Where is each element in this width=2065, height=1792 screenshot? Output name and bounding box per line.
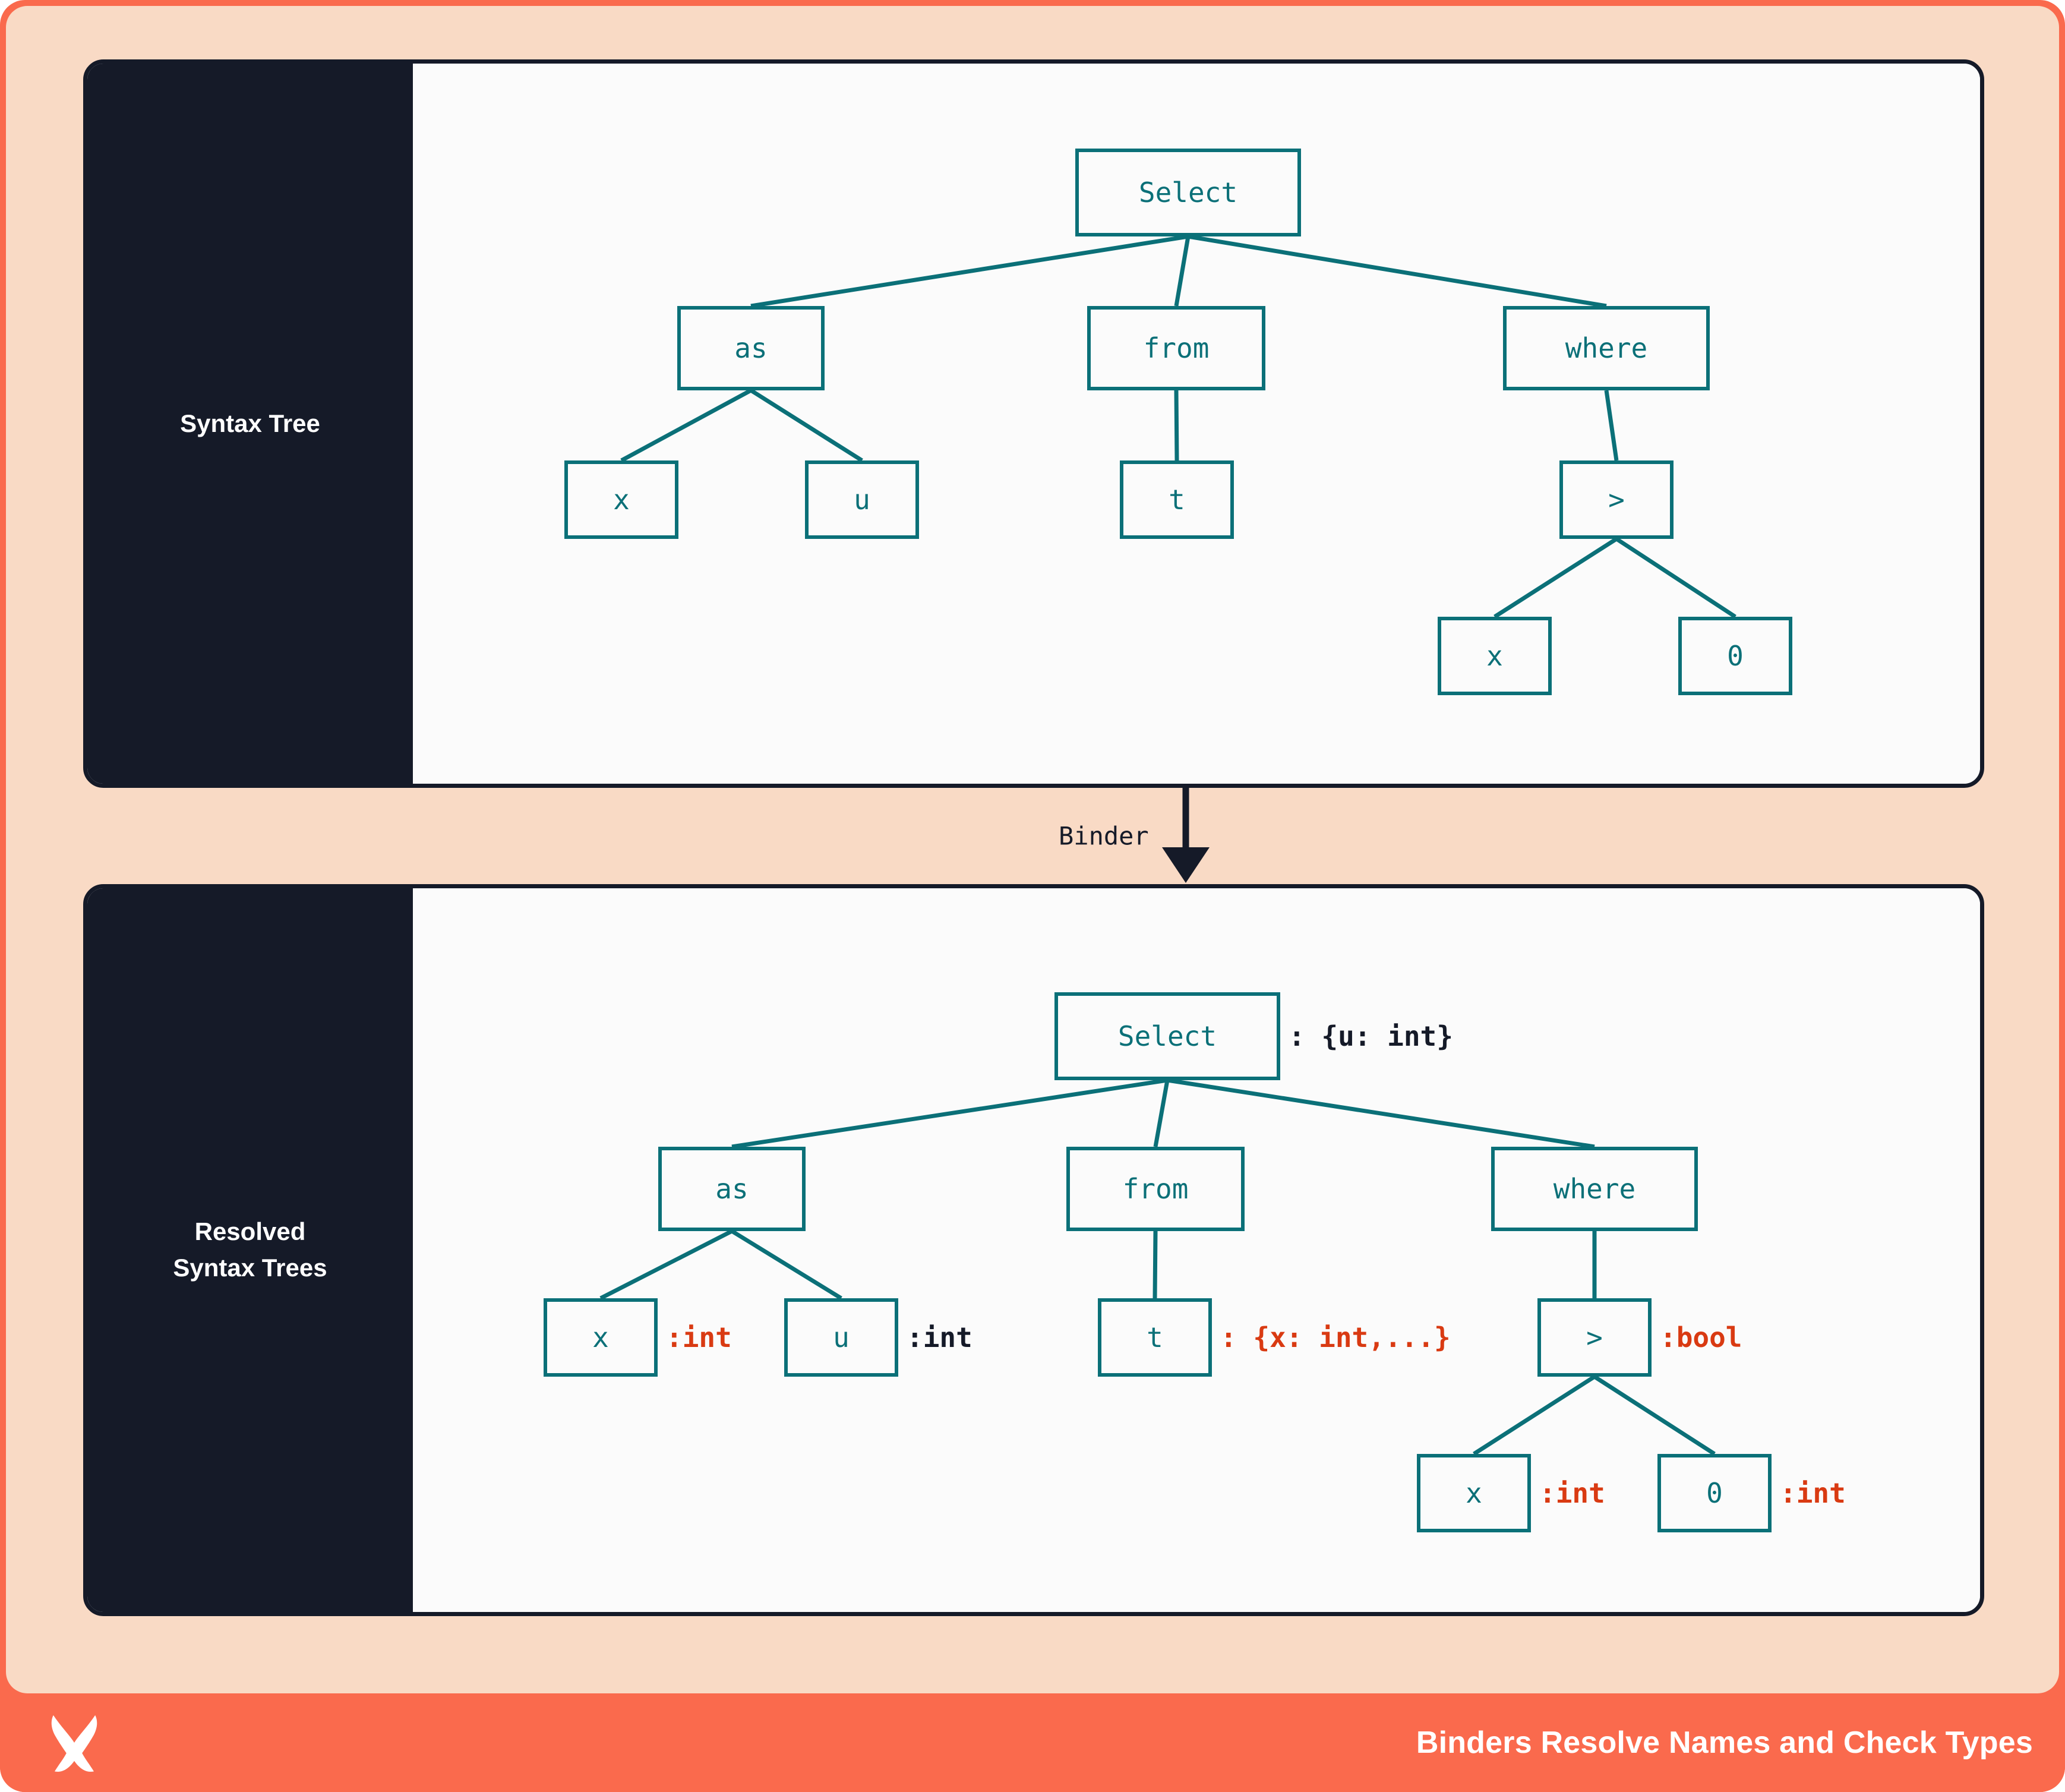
tree-edge: [1153, 1080, 1170, 1147]
tree-node-resolved-syntax-trees-as-u: u: [784, 1298, 898, 1377]
tree-node-resolved-syntax-trees-where: where: [1491, 1147, 1698, 1231]
panel-syntax-tree: Syntax Tree Select as from where x u t > x 0: [83, 59, 1984, 788]
tree-node-syntax-tree-as-u: u: [805, 460, 919, 539]
panel-sidebar-resolved-syntax-trees: Resolved Syntax Trees: [87, 888, 413, 1612]
binder-transition: Binder: [0, 788, 2065, 884]
tree-edges-syntax-tree: [620, 234, 1736, 619]
tree-node-syntax-tree-gt-x: x: [1438, 617, 1552, 695]
tree-node-resolved-syntax-trees-as-x: x: [544, 1298, 658, 1377]
tree-node-label: x: [1466, 1477, 1482, 1509]
tree-edge: [1593, 1375, 1716, 1456]
tree-node-label: >: [1586, 1321, 1603, 1354]
type-annotation-resolved-syntax-trees-gt-0: :int: [1780, 1477, 1846, 1509]
panel-sidebar-syntax-tree: Syntax Tree: [87, 64, 413, 784]
type-annotation-resolved-syntax-trees-from-t: : {x: int,...}: [1220, 1321, 1451, 1354]
tree-canvas-syntax-tree: Select as from where x u t > x 0: [413, 64, 1980, 784]
binder-label: Binder: [1059, 821, 1149, 851]
footer-bar: Binders Resolve Names and Check Types: [0, 1693, 2065, 1792]
tree-node-label: as: [715, 1173, 749, 1205]
tree-node-label: u: [854, 484, 870, 516]
tree-edge: [1604, 390, 1619, 461]
tree-edge: [620, 388, 752, 463]
tree-edge: [1473, 1375, 1596, 1456]
tree-node-resolved-syntax-trees-gt: >: [1537, 1298, 1652, 1377]
tree-node-label: u: [833, 1321, 850, 1354]
type-annotation-resolved-syntax-trees-select: : {u: int}: [1289, 1020, 1453, 1052]
tree-node-resolved-syntax-trees-gt-0: 0: [1657, 1454, 1772, 1532]
tree-node-label: 0: [1727, 640, 1744, 672]
tree-node-syntax-tree-from-t: t: [1120, 460, 1234, 539]
tree-edges-resolved-syntax-trees: [599, 1078, 1716, 1456]
tree-edge: [1167, 1078, 1595, 1149]
tree-node-label: >: [1608, 484, 1625, 516]
hourglass-x-logo-icon: [51, 1715, 97, 1772]
tree-canvas-resolved-syntax-trees: Select : {u: int} as from where x :int u :int t : …: [413, 888, 1980, 1612]
tree-node-label: where: [1553, 1173, 1636, 1205]
tree-edge: [731, 1229, 842, 1300]
type-annotation-resolved-syntax-trees-gt-x: :int: [1539, 1477, 1605, 1509]
type-annotation-resolved-syntax-trees-as-x: :int: [666, 1321, 732, 1354]
tree-node-syntax-tree-gt: >: [1559, 460, 1674, 539]
tree-node-label: from: [1143, 332, 1210, 364]
tree-node-resolved-syntax-trees-select: Select: [1054, 992, 1280, 1080]
tree-edge: [1174, 390, 1179, 461]
tree-edge: [1494, 537, 1618, 619]
type-annotation-resolved-syntax-trees-gt: :bool: [1660, 1321, 1742, 1354]
tree-node-label: where: [1565, 332, 1648, 364]
footer-title: Binders Resolve Names and Check Types: [1416, 1725, 2033, 1760]
tree-edge: [750, 234, 1189, 308]
tree-edge: [599, 1229, 733, 1301]
sidebar-label-resolved-syntax-trees: Resolved Syntax Trees: [173, 1217, 327, 1282]
tree-node-resolved-syntax-trees-from: from: [1066, 1147, 1245, 1231]
panel-resolved-syntax-trees: Resolved Syntax Trees Select : {u: int} as…: [83, 884, 1984, 1616]
tree-node-syntax-tree-as: as: [677, 306, 825, 390]
tree-node-resolved-syntax-trees-from-t: t: [1098, 1298, 1212, 1377]
tree-node-syntax-tree-as-x: x: [564, 460, 678, 539]
down-arrow-icon: [1162, 788, 1210, 883]
tree-node-label: x: [592, 1321, 609, 1354]
tree-node-label: x: [613, 484, 630, 516]
tree-node-label: Select: [1138, 176, 1238, 209]
tree-node-label: x: [1486, 640, 1503, 672]
tree-edge: [1615, 537, 1736, 619]
tree-node-syntax-tree-from: from: [1087, 306, 1265, 390]
tree-node-syntax-tree-select: Select: [1075, 149, 1301, 236]
tree-node-label: from: [1122, 1173, 1189, 1205]
tree-node-label: as: [734, 332, 768, 364]
tree-edge: [1174, 236, 1191, 307]
tree-node-syntax-tree-where: where: [1503, 306, 1710, 390]
tree-edge: [1188, 234, 1607, 308]
tree-node-label: 0: [1706, 1477, 1723, 1509]
type-annotation-resolved-syntax-trees-as-u: :int: [907, 1321, 972, 1354]
tree-node-label: t: [1169, 484, 1185, 516]
tree-node-resolved-syntax-trees-gt-x: x: [1417, 1454, 1531, 1532]
tree-edge: [750, 389, 863, 462]
tree-node-label: t: [1147, 1321, 1163, 1354]
tree-node-resolved-syntax-trees-as: as: [658, 1147, 806, 1231]
tree-node-syntax-tree-gt-0: 0: [1678, 617, 1792, 695]
tree-edge: [731, 1078, 1168, 1149]
tree-node-label: Select: [1117, 1020, 1217, 1052]
sidebar-label-syntax-tree: Syntax Tree: [180, 409, 320, 437]
